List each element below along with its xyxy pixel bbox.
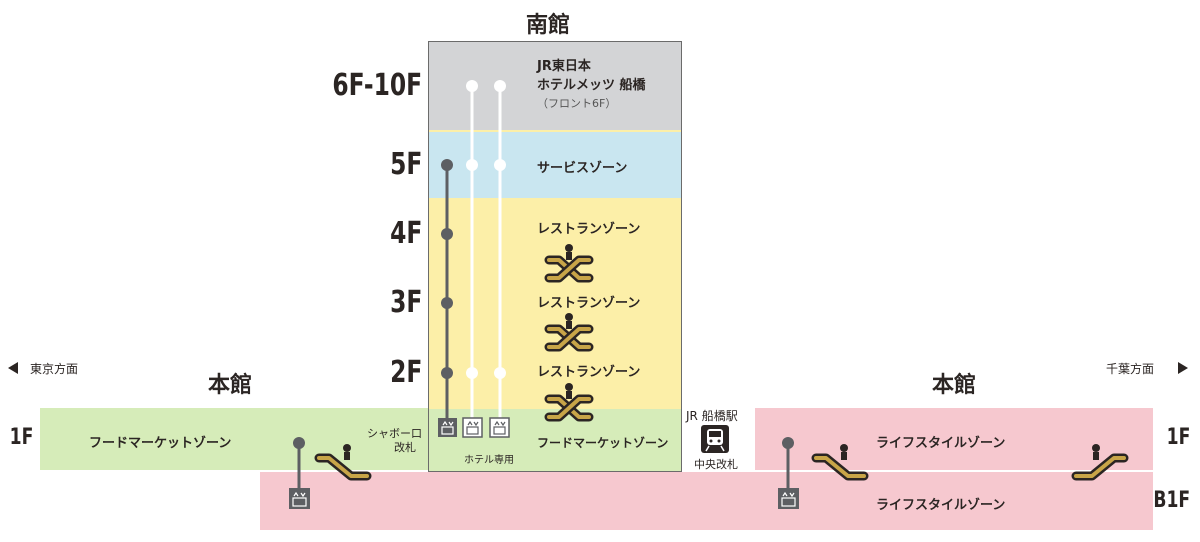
elevator-icon [289, 488, 310, 509]
south-food-market-label: フードマーケットゾーン [537, 436, 669, 450]
elevator-icon [778, 488, 799, 509]
hotel-name-line2: ホテルメッツ 船橋 [537, 78, 646, 93]
escalator-icon [1071, 444, 1129, 481]
station-name: JR 船橋駅 [686, 409, 738, 423]
floor-label-4f: 4F [389, 216, 422, 251]
shabo-gate-line1: シャボー口 [367, 427, 422, 440]
arrow-left-icon [8, 362, 18, 374]
floor-label-2f: 2F [389, 355, 422, 390]
main-elevator-dots [441, 159, 453, 379]
right-elevator-dot [782, 437, 794, 449]
lifestyle-zone-b1f [260, 472, 1153, 530]
left-elevator-dot [293, 437, 305, 449]
service-zone-label: サービスゾーン [537, 161, 628, 176]
lifestyle-b1f-label: ライフスタイルゾーン [876, 498, 1006, 513]
right-lifestyle-1f-label: ライフスタイルゾーン [876, 436, 1006, 451]
restaurant-zone-3f-label: レストランゾーン [537, 296, 641, 311]
main-building-right-title: 本館 [932, 373, 977, 398]
shabo-gate-line2: 改札 [394, 441, 416, 454]
floor-label-b1f: B1F [1153, 488, 1190, 513]
south-building-title: 南館 [526, 13, 571, 38]
central-gate-label: 中央改札 [694, 458, 738, 471]
left-food-market-zone [40, 408, 428, 470]
arrow-right-icon [1178, 362, 1188, 374]
floor-label-6f-10f: 6F-10F [332, 68, 422, 103]
floor-label-1f-left: 1F [9, 425, 33, 450]
elevator-icon [438, 418, 457, 437]
train-icon [701, 425, 729, 453]
main-building-left-title: 本館 [208, 373, 253, 398]
escalator-icon [314, 444, 372, 481]
hotel-only-label: ホテル専用 [464, 455, 514, 466]
hotel-elevator-icon [462, 417, 483, 438]
chiba-direction: 千葉方面 [1106, 362, 1155, 376]
hotel-front-note: （フロント6F） [537, 97, 617, 110]
floor-label-1f-right: 1F [1166, 425, 1190, 450]
hotel-elevator-dots [466, 80, 506, 379]
hotel-name-line1: JR東日本 [537, 59, 591, 74]
restaurant-zone-4f-label: レストランゾーン [537, 222, 641, 237]
escalator-icon [544, 244, 594, 283]
restaurant-zone-2f-label: レストランゾーン [537, 365, 641, 380]
escalator-icon [544, 383, 594, 422]
escalator-icon [811, 444, 869, 481]
left-food-market-label: フードマーケットゾーン [89, 436, 232, 451]
hotel-elevator-icon [489, 417, 510, 438]
floor-label-5f: 5F [389, 147, 422, 182]
escalator-icon [544, 313, 594, 352]
tokyo-direction: 東京方面 [30, 362, 79, 376]
floor-label-3f: 3F [389, 285, 422, 320]
